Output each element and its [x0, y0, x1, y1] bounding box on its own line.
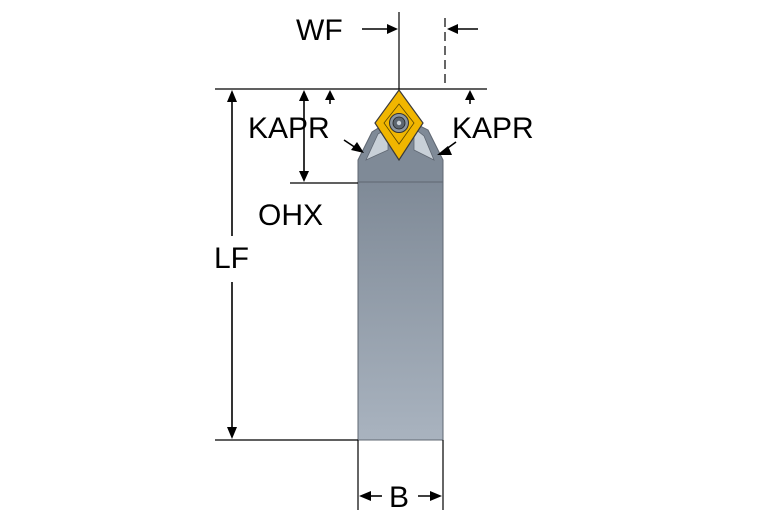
insert-seat: [383, 103, 415, 145]
kapr-left-arrow-top: [325, 90, 335, 100]
lf-arrow-bottom: [227, 427, 237, 439]
tool-shank: [357, 181, 444, 441]
kapr-right-label: KAPR: [452, 112, 534, 145]
kapr-left-arrow: [351, 142, 364, 153]
ohx-arrow-top: [299, 90, 309, 101]
wf-label: WF: [296, 14, 343, 47]
b-label: B: [389, 481, 409, 514]
torx-screw-icon: [389, 113, 409, 133]
wf-arrow-left-head: [387, 24, 398, 34]
ohx-label: OHX: [258, 199, 323, 232]
b-arrow-right: [430, 491, 442, 501]
b-arrow-left: [359, 491, 371, 501]
lf-label: LF: [214, 242, 249, 275]
wf-arrow-right-head: [447, 24, 458, 34]
kapr-right-arrow: [437, 146, 452, 155]
lf-arrow-top: [227, 90, 237, 102]
ohx-arrow-bottom: [299, 171, 309, 182]
kapr-left-label: KAPR: [248, 112, 330, 145]
